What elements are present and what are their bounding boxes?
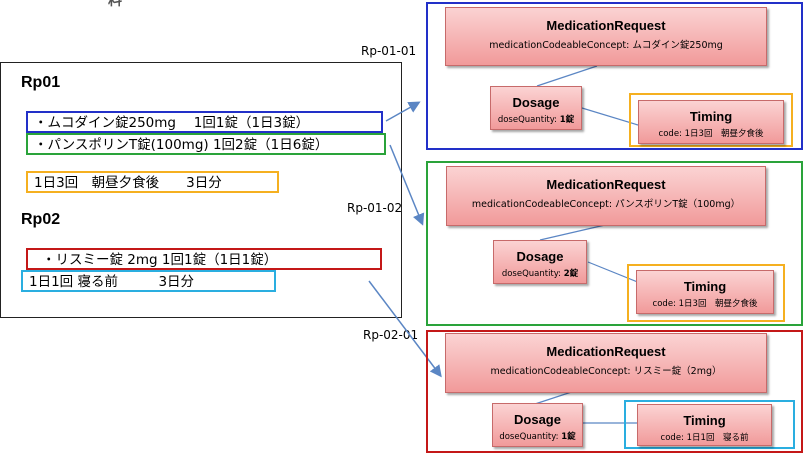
timing-title: Timing [683,413,726,428]
dosage-title: Dosage [516,249,564,264]
timing-card-3: Timing code: 1日1回 寝る前 [637,404,772,446]
arrow-rp-01-02 [389,144,425,226]
dosage-title: Dosage [512,95,560,110]
medication-request-card-2: MedicationRequest medicationCodeableConc… [446,166,766,226]
timing-card-2: Timing code: 1日3回 朝昼夕食後 [636,270,774,314]
rp01-line-pansporin: ・パンスポリンT錠(100mg) 1回2錠（1日6錠） [26,133,386,155]
dosage-body: doseQuantity: 1錠 [497,115,575,125]
timing-frame-3 [624,400,795,449]
resource-frame-2 [426,161,803,326]
label-rp-02-01: Rp-02-01 [363,328,419,342]
rp01-line-mucodyne: ・ムコダイン錠250mg 1回1錠（1日3錠） [26,111,383,133]
link-dosage-timing-1 [581,107,639,126]
rp02-dosage-timing: 1日1回 寝る前 3日分 [21,270,276,292]
timing-body: code: 1日3回 朝昼夕食後 [652,299,758,309]
arrow-rp-01-01 [385,101,421,122]
timing-frame-1 [629,93,793,147]
dosage-card-1: Dosage doseQuantity: 1錠 [490,86,582,130]
timing-title: Timing [689,109,733,124]
timing-body: code: 1日3回 朝昼夕食後 [658,129,764,139]
link-dosage-timing-2 [587,261,641,284]
dosage-card-2: Dosage doseQuantity: 2錠 [493,240,587,284]
dosage-body: doseQuantity: 2錠 [501,269,579,279]
link-request-dosage-2 [539,224,606,241]
label-rp-01-01: Rp-01-01 [361,44,417,58]
rp01-dosage-timing: 1日3回 朝昼夕食後 3日分 [26,171,279,193]
rp01-heading: Rp01 [21,74,61,91]
top-fragment: 料 [108,0,122,9]
medication-request-title: MedicationRequest [546,18,666,33]
medication-request-title: MedicationRequest [546,344,666,359]
dosage-body: doseQuantity: 1錠 [499,432,576,442]
prescription-box [0,62,402,318]
dosage-title: Dosage [514,412,561,427]
timing-body: code: 1日1回 寝る前 [660,433,749,443]
timing-card-1: Timing code: 1日3回 朝昼夕食後 [638,100,784,144]
dosage-card-3: Dosage doseQuantity: 1錠 [492,403,583,447]
medication-request-body: medicationCodeableConcept: パンスポリンT錠（100m… [471,199,741,210]
arrow-rp-02-01 [368,280,442,378]
timing-frame-2 [627,264,785,322]
link-request-dosage-1 [536,65,598,87]
timing-title: Timing [683,279,727,294]
resource-frame-1 [426,2,803,150]
medication-request-card-3: MedicationRequest medicationCodeableConc… [445,333,767,393]
medication-request-body: medicationCodeableConcept: ムコダイン錠250mg [489,40,723,51]
resource-frame-3 [426,330,803,453]
medication-request-title: MedicationRequest [546,177,666,192]
label-rp-01-02: Rp-01-02 [347,201,403,215]
medication-request-card-1: MedicationRequest medicationCodeableConc… [445,7,767,66]
rp02-line-rismee: ・リスミー錠 2mg 1回1錠（1日1錠） [26,248,382,270]
rp02-heading: Rp02 [21,211,61,228]
medication-request-body: medicationCodeableConcept: リスミー錠（2mg） [490,366,722,377]
